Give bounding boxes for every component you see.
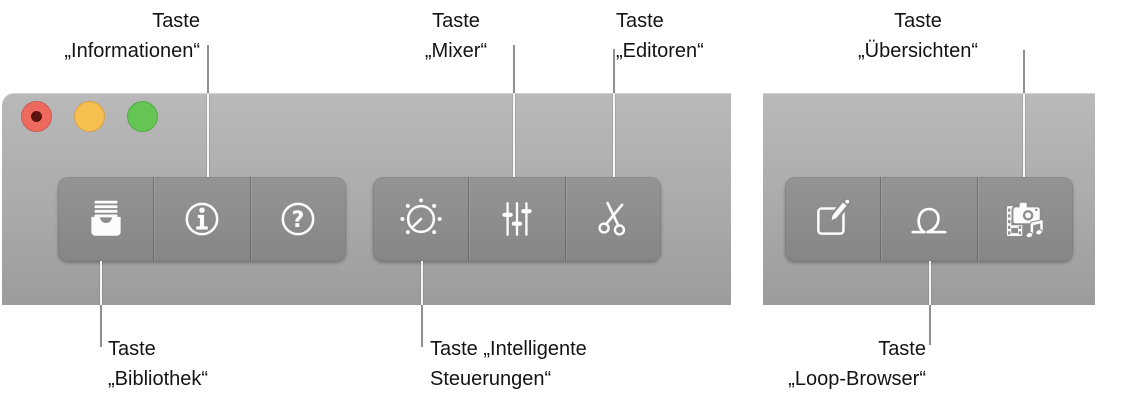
loop-browser-button[interactable]	[880, 177, 976, 261]
callout-line-intelligente-steuerungen	[421, 305, 423, 347]
svg-text:?: ?	[292, 208, 305, 233]
close-dot-icon	[31, 111, 42, 122]
callout-line-loop-browser	[929, 261, 931, 305]
callout-label-uebersichten: Taste „Übersichten“	[857, 10, 979, 62]
note-pad-button[interactable]	[785, 177, 880, 261]
loop-icon	[906, 198, 952, 240]
media-camera-film-note-icon	[1001, 197, 1049, 241]
scissors-icon	[590, 198, 636, 240]
callout-line-mixer	[513, 45, 515, 93]
smart-controls-knob-icon	[398, 198, 444, 240]
editors-button[interactable]	[564, 177, 661, 261]
callout-label-loop-browser: Taste „Loop-Browser“	[788, 338, 926, 390]
callout-label-informationen: Taste „Informationen“	[64, 10, 200, 62]
help-icon: ?	[275, 198, 321, 240]
info-button[interactable]	[153, 177, 249, 261]
library-button[interactable]	[58, 177, 153, 261]
media-browser-button[interactable]	[976, 177, 1073, 261]
minimize-button[interactable]	[74, 101, 105, 132]
mixer-button[interactable]	[468, 177, 564, 261]
callout-line-uebersichten	[1023, 93, 1025, 177]
callout-line-editoren	[613, 49, 615, 93]
library-icon	[83, 198, 129, 240]
smart-controls-button[interactable]	[373, 177, 468, 261]
callout-label-editoren: Taste „Editoren“	[616, 10, 704, 62]
note-pad-pencil-icon	[810, 198, 856, 240]
callout-line-bibliothek	[100, 305, 102, 347]
callout-line-informationen	[207, 45, 209, 93]
callout-line-mixer	[513, 93, 515, 177]
callout-line-informationen	[207, 93, 209, 177]
callout-label-mixer: Taste „Mixer“	[424, 10, 488, 62]
help-button[interactable]: ?	[249, 177, 346, 261]
callout-label-bibliothek: Taste „Bibliothek“	[108, 338, 209, 390]
button-group-middle	[373, 177, 661, 261]
callout-line-intelligente-steuerungen	[421, 261, 423, 305]
callout-line-uebersichten	[1023, 50, 1025, 93]
callout-line-editoren	[613, 93, 615, 177]
info-icon	[179, 198, 225, 240]
callout-line-bibliothek	[100, 261, 102, 305]
callout-line-loop-browser	[929, 305, 931, 345]
mixer-faders-icon	[494, 198, 540, 240]
close-button[interactable]	[21, 101, 52, 132]
zoom-button[interactable]	[127, 101, 158, 132]
button-group-right	[785, 177, 1073, 261]
callout-label-intelligente-steuerungen: Taste „Intelligente Steuerungen“	[430, 338, 587, 390]
button-group-left: ?	[58, 177, 346, 261]
